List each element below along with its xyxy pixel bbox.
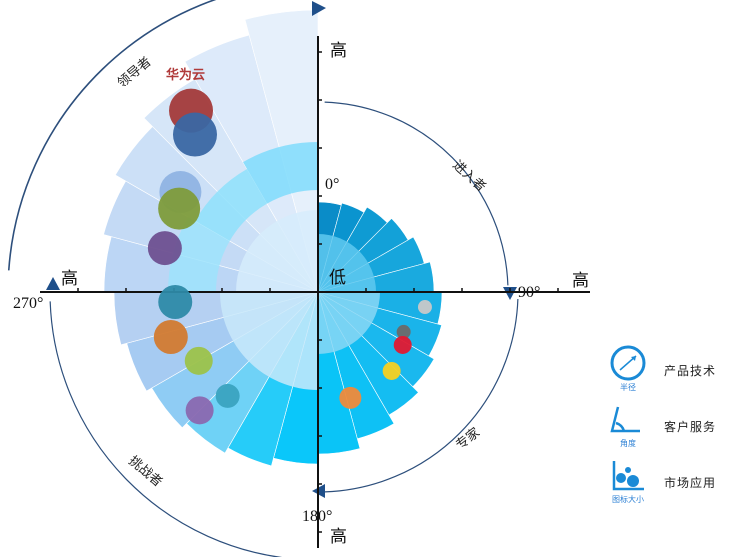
bubble (153, 319, 188, 354)
radius-icon (610, 345, 646, 381)
arc-challenger (49, 301, 283, 557)
legend-sub-label: 图标大小 (612, 495, 644, 504)
legend-sub-label: 角度 (620, 439, 636, 448)
bubble (339, 386, 362, 409)
angle-icon (610, 406, 640, 433)
arrow-270 (46, 277, 60, 290)
bubble (158, 284, 193, 319)
bubble (382, 361, 401, 380)
bubble (417, 300, 432, 315)
bubble (393, 335, 412, 354)
bubble (185, 396, 214, 425)
quadrant-label-entrant: 进入者 (449, 158, 488, 195)
axes (40, 36, 590, 548)
inner-sector (318, 234, 376, 292)
quadrant-label-specialist: 专家 (453, 425, 483, 454)
arc-specialist (324, 298, 519, 493)
inner-sector (236, 210, 318, 292)
bubble (172, 112, 217, 157)
inner-band (168, 217, 230, 292)
axis-label-right: 高 (572, 271, 589, 291)
angle-label-90: 90° (518, 284, 540, 301)
axis-label-top: 高 (330, 41, 347, 61)
bubble (184, 346, 213, 375)
arc-entrant (324, 101, 509, 286)
arrow-90 (503, 287, 517, 300)
legend-label: 产品技术 (664, 364, 717, 378)
quadrant-arcs (7, 0, 519, 557)
angle-label-270: 270° (13, 295, 43, 312)
inner-band (195, 169, 267, 241)
arrow-0 (312, 1, 326, 16)
legend-item-size: 图标大小 市场应用 (602, 457, 752, 513)
legend-label: 客户服务 (664, 420, 717, 434)
legend-item-radius: 半径 产品技术 (602, 345, 752, 401)
legend: 半径 产品技术 角度 客户服务 图标大小 市场应用 (602, 345, 752, 513)
inner-band (243, 142, 318, 204)
bubbles (147, 88, 432, 425)
bubble (158, 187, 201, 230)
inner-sector (220, 292, 318, 390)
axis-label-center: 低 (329, 268, 346, 288)
angle-label-0: 0° (325, 176, 339, 193)
bubble (396, 324, 411, 339)
legend-sub-label: 半径 (620, 383, 636, 392)
arc-leader (7, 0, 217, 271)
bubble (215, 383, 240, 408)
bubble-size-icon (612, 461, 644, 491)
inner-sector (318, 292, 380, 354)
vendor-label-huawei-cloud: 华为云 (166, 67, 205, 83)
legend-label: 市场应用 (664, 476, 717, 490)
legend-item-angle: 角度 客户服务 (602, 401, 752, 457)
angle-label-180: 180° (302, 508, 332, 525)
bubble (147, 231, 182, 266)
axis-label-left: 高 (61, 269, 78, 289)
quadrant-label-leader: 领导者 (115, 54, 155, 91)
axis-label-bottom: 高 (330, 527, 347, 547)
